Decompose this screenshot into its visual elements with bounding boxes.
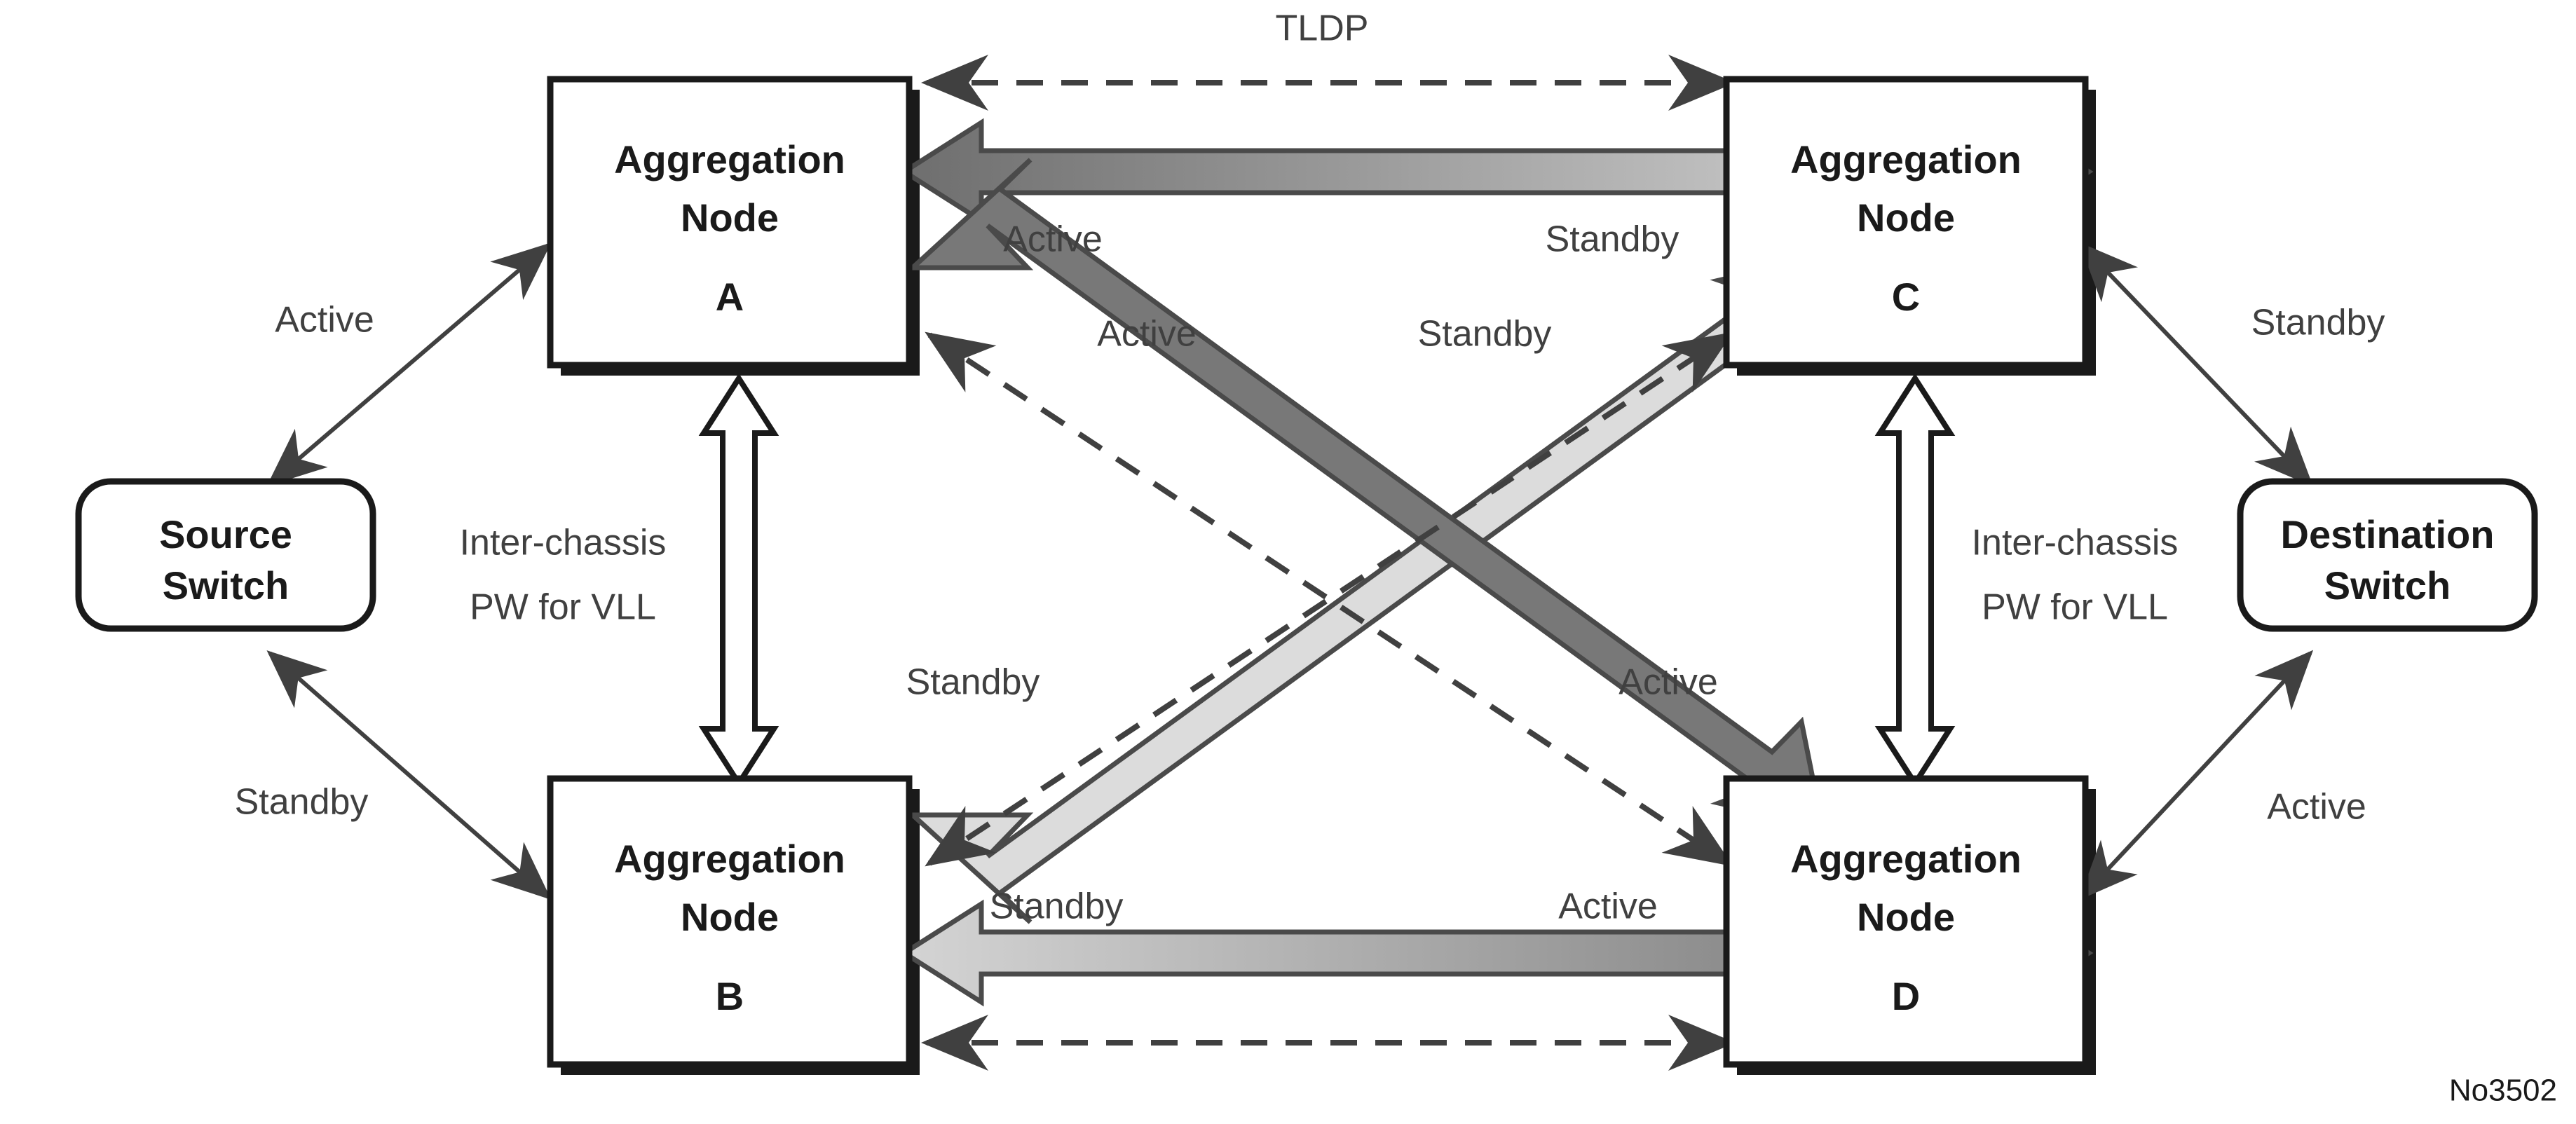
agg-a-line3: A [716,275,744,319]
label-d-to-dst: Active [2267,787,2366,828]
link-d-to-destination [2078,650,2314,900]
agg-d-line3: D [1892,974,1920,1018]
agg-d-line2: Node [1857,895,1955,939]
node-agg-d[interactable]: Aggregation Node D [1723,775,2089,1068]
link-source-to-a [266,242,552,486]
node-agg-c[interactable]: Aggregation Node C [1723,76,2089,369]
tldp-link-b-c [925,331,1733,867]
block-arrow-b-c [906,253,1826,924]
label-diag-ad-upper: Active [1097,314,1197,355]
destination-switch-line1: Destination [2281,512,2495,556]
agg-d-line1: Aggregation [1790,837,2022,881]
label-top-right: Standby [1546,219,1679,260]
diagram-labels: TLDP Active Standby Standby Active Inter… [235,8,2385,927]
node-agg-b[interactable]: Aggregation Node B [547,775,913,1068]
agg-b-line3: B [716,974,744,1018]
label-pw-left-l2: PW for VLL [470,587,656,628]
link-c-to-destination [2078,242,2314,487]
hollow-arrow-c-d [1874,373,1956,789]
node-agg-a[interactable]: Aggregation Node A [547,76,913,369]
agg-b-line1: Aggregation [614,837,845,881]
label-c-to-dst: Standby [2251,303,2385,343]
agg-c-line3: C [1892,275,1920,319]
label-src-to-a: Active [275,300,374,341]
label-pw-right-l2: PW for VLL [1982,587,2168,628]
destination-switch-line2: Switch [2324,563,2451,608]
label-bottom-right: Active [1558,886,1658,927]
label-diag-ad-lower: Active [1618,662,1718,703]
agg-c-line2: Node [1857,196,1955,240]
tldp-dashed-links [921,55,1736,1071]
link-source-to-b [266,650,552,900]
label-src-to-b: Standby [235,782,369,823]
label-bottom-left: Standby [990,886,1124,927]
label-diag-bc-lower: Standby [906,662,1040,703]
source-switch-line1: Source [159,512,292,556]
node-source-switch[interactable]: Source Switch [75,478,376,632]
edge-switch-links [266,242,2314,900]
hollow-arrow-a-b [698,373,779,789]
block-arrow-b-d [899,899,2094,1007]
source-switch-line2: Switch [163,563,289,608]
agg-c-line1: Aggregation [1790,137,2022,181]
label-diag-bc-upper: Standby [1418,314,1552,355]
block-arrow-a-d [906,158,1826,830]
figure-id: No3502 [2449,1074,2557,1108]
label-tldp: TLDP [1276,8,1369,49]
label-pw-right-l1: Inter-chassis [1972,523,2179,563]
agg-b-line2: Node [681,895,779,939]
node-destination-switch[interactable]: Destination Switch [2237,478,2538,632]
agg-a-line2: Node [681,196,779,240]
label-pw-left-l1: Inter-chassis [460,523,667,563]
label-top-left: Active [1003,219,1103,260]
agg-a-line1: Aggregation [614,137,845,181]
